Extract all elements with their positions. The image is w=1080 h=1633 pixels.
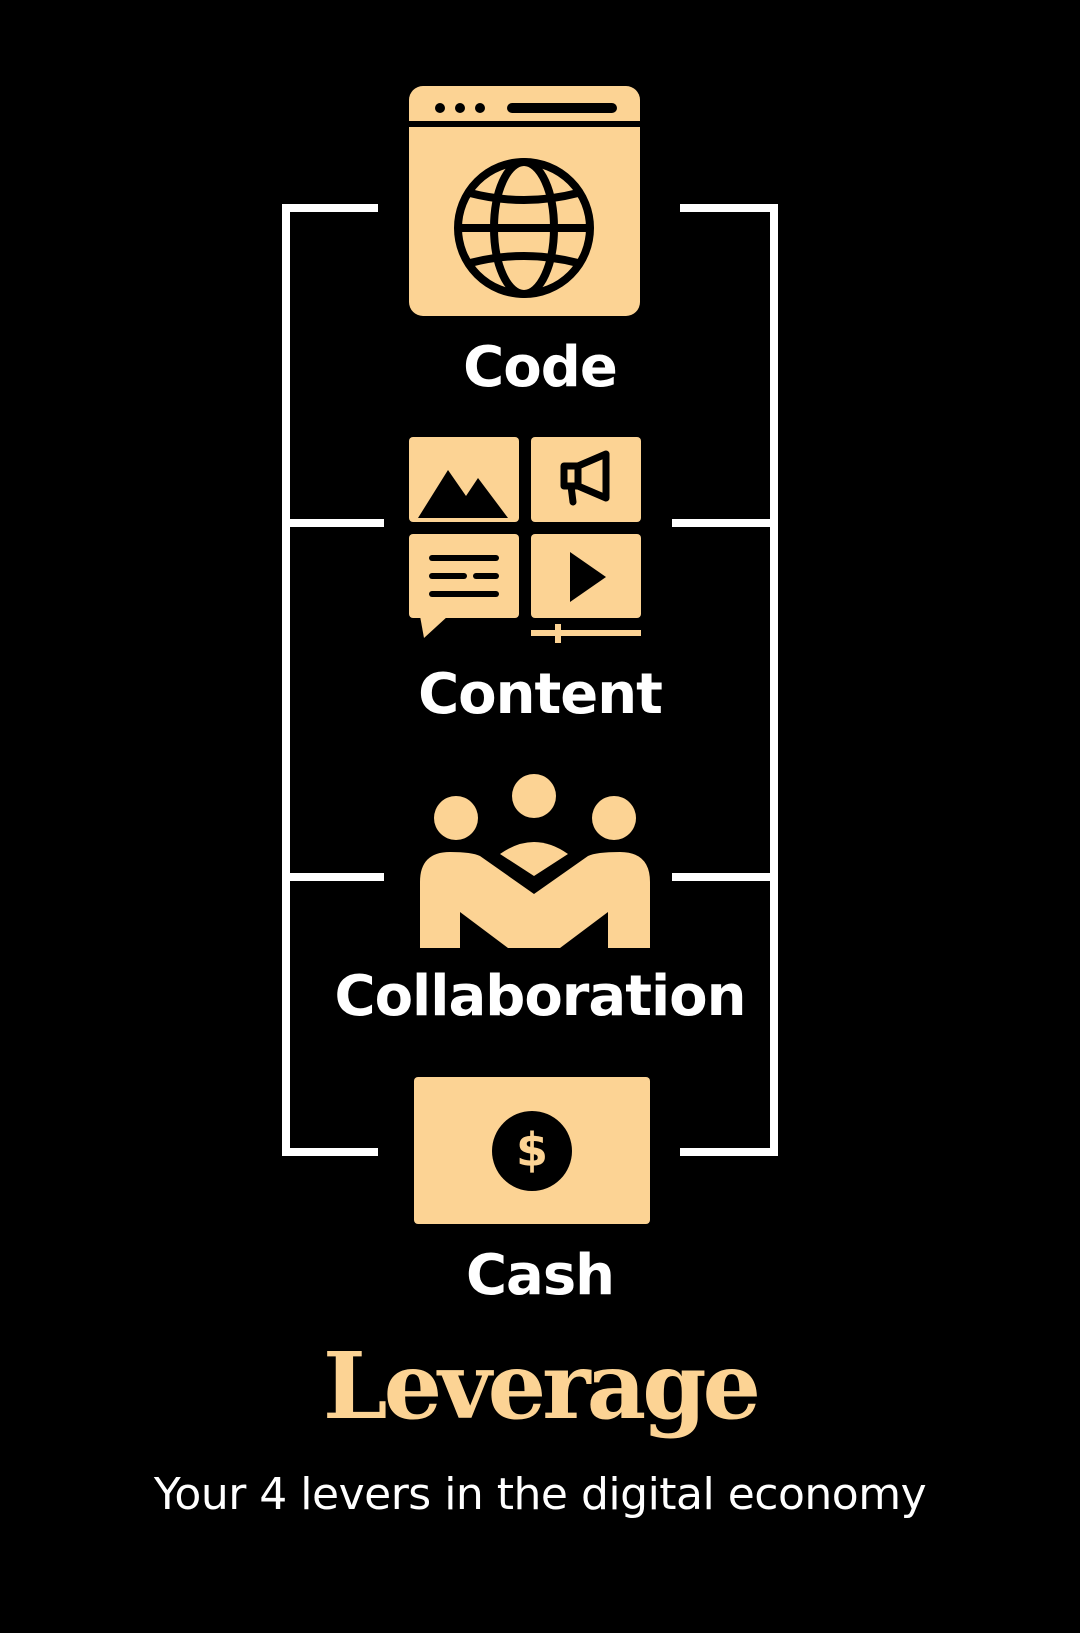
right-bracket [680,204,778,1156]
lever-label-code: Code [463,335,618,400]
browser-globe-icon [409,86,640,316]
dollar-bill-icon: $ [414,1077,650,1224]
diagram-subtitle: Your 4 levers in the digital economy [153,1469,927,1520]
lever-label-cash: Cash [465,1243,615,1308]
left-bracket [282,204,378,1156]
svg-text:$: $ [516,1123,548,1177]
lever-label-content: Content [418,662,663,727]
people-handshake-icon [420,774,650,948]
media-grid-icon [409,437,641,643]
bracket-connectors [282,204,778,1156]
lever-label-collaboration: Collaboration [334,964,746,1029]
diagram-title: Leverage [322,1332,761,1440]
